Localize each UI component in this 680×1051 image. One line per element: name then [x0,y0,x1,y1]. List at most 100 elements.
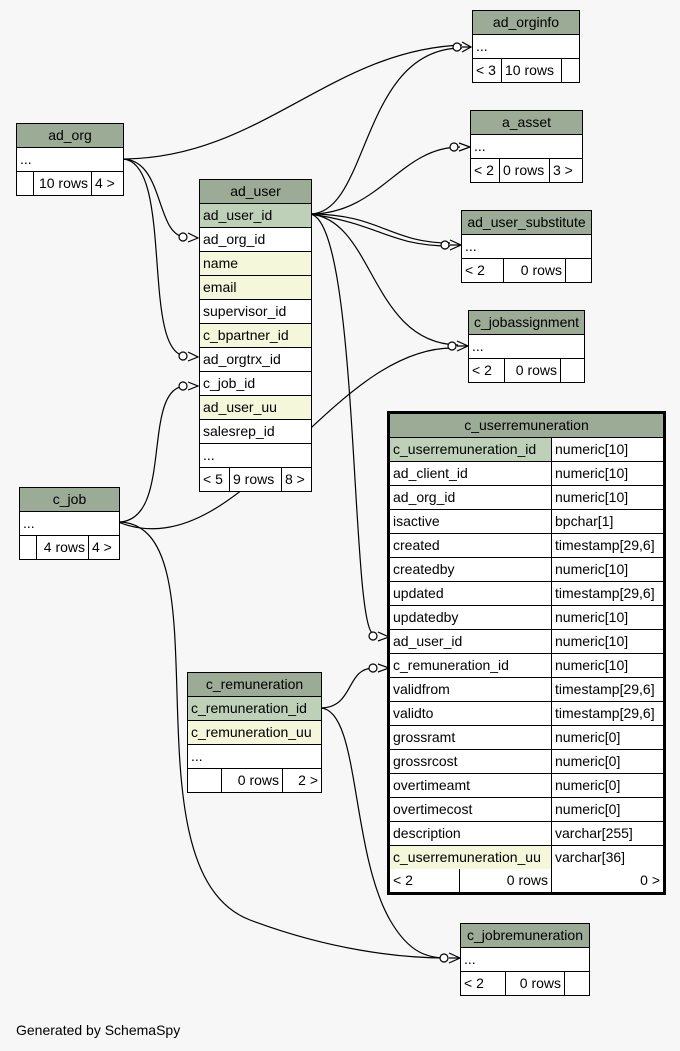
edge-ad-org-ad-user-orgtrx [121,158,187,357]
edge-ad-user-substitute-b [309,213,451,247]
edge-end-marker [178,381,188,391]
column-ellipsis: ... [464,951,476,967]
table-c-jobremuneration[interactable]: c_jobremuneration ... < 2 0 rows [460,923,590,996]
table-title[interactable]: c_remuneration [188,673,321,697]
parent-count [20,536,37,559]
column-type: numeric[10] [555,441,629,457]
column-type: varchar[36] [555,849,626,865]
parent-count: < 2 [390,869,460,892]
edge-end-marker [178,232,188,242]
crowfoot-marker [448,952,462,964]
edge-ad-user-ad-orginfo [309,47,463,215]
child-count: 4 > [92,539,112,555]
column-ellipsis: ... [20,151,32,167]
column-ad-orgtrx-id[interactable]: ad_orgtrx_id [203,351,281,367]
column-description[interactable]: description [390,822,552,845]
row-count: 0 rows [505,359,561,382]
crowfoot-marker [458,142,472,152]
child-count: 0 > [640,872,660,888]
parent-count [188,769,222,792]
table-c-job[interactable]: c_job ... 4 rows 4 > [19,487,120,560]
column-c-userremuneration-id[interactable]: c_userremuneration_id [390,438,552,461]
column-c-bpartner-id[interactable]: c_bpartner_id [203,327,289,343]
table-title[interactable]: a_asset [471,111,582,135]
table-title[interactable]: c_userremuneration [390,414,663,438]
edge-end-marker [449,142,459,152]
column-ellipsis: ... [465,238,477,254]
edge-c-job-jobremuneration [117,521,448,959]
column-c-remuneration-id[interactable]: c_remuneration_id [390,654,552,677]
table-ad-user-substitute[interactable]: ad_user_substitute ... < 2 0 rows [461,210,592,283]
table-a-asset[interactable]: a_asset ... < 2 0 rows 3 > [470,110,583,183]
parent-count: < 2 [461,972,506,995]
column-updated[interactable]: updated [390,582,552,605]
column-validfrom[interactable]: validfrom [390,678,552,701]
column-type: numeric[10] [555,609,629,625]
column-type: timestamp[29,6] [555,681,655,697]
column-salesrep-id[interactable]: salesrep_id [203,423,275,439]
column-c-job-id[interactable]: c_job_id [203,375,256,391]
child-count: 8 > [285,471,305,487]
column-createdby[interactable]: createdby [390,558,552,581]
table-ad-orginfo[interactable]: ad_orginfo ... < 3 10 rows [472,10,580,83]
table-c-jobassignment[interactable]: c_jobassignment ... < 2 0 rows [468,310,585,383]
column-c-userremuneration-uu[interactable]: c_userremuneration_uu [390,846,552,869]
table-title[interactable]: c_jobremuneration [461,924,589,948]
column-ad-client-id[interactable]: ad_client_id [390,462,552,485]
table-title[interactable]: ad_org [17,124,123,148]
parent-count: < 2 [471,159,500,182]
row-count: 9 rows [230,468,282,491]
column-ellipsis: ... [474,138,486,154]
column-ad-user-id[interactable]: ad_user_id [390,630,552,653]
row-count: 10 rows [502,59,562,82]
column-ad-org-id[interactable]: ad_org_id [390,486,552,509]
column-grossramt[interactable]: grossramt [390,726,552,749]
column-updatedby[interactable]: updatedby [390,606,552,629]
table-title[interactable]: ad_orginfo [473,11,579,35]
column-ad-user-id[interactable]: ad_user_id [203,207,273,223]
child-count [565,972,589,995]
column-isactive[interactable]: isactive [390,510,552,533]
crowfoot-marker [461,41,473,53]
column-overtimecost[interactable]: overtimecost [390,798,552,821]
column-type: numeric[0] [555,729,621,745]
child-count [562,59,579,82]
edge-ad-org-ad-orginfo [121,44,463,160]
column-name[interactable]: name [203,255,239,271]
child-count: 3 > [553,162,573,178]
child-count: 2 > [298,772,318,788]
child-count: 4 > [95,175,115,191]
column-ellipsis: ... [476,38,488,54]
parent-count [17,172,34,195]
table-c-userremuneration[interactable]: c_userremuneration c_userremuneration_id… [387,411,666,895]
table-title[interactable]: c_jobassignment [469,311,584,335]
row-count: 0 rows [500,159,550,182]
column-type: timestamp[29,6] [555,537,655,553]
child-count [561,359,584,382]
row-count: 0 rows [506,972,565,995]
edge-ad-org-ad-user-org [121,158,187,238]
column-type: varchar[255] [555,825,633,841]
table-title[interactable]: ad_user_substitute [462,211,591,235]
column-supervisor-id[interactable]: supervisor_id [203,303,287,319]
row-count: 0 rows [460,869,552,892]
table-title[interactable]: ad_user [200,180,311,204]
table-ad-user[interactable]: ad_user ad_user_id ad_org_id name email … [199,179,312,492]
column-created[interactable]: created [390,534,552,557]
table-ad-org[interactable]: ad_org ... 10 rows 4 > [16,123,124,196]
column-validto[interactable]: validto [390,702,552,725]
column-overtimeamt[interactable]: overtimeamt [390,774,552,797]
column-ad-user-uu[interactable]: ad_user_uu [203,399,277,415]
column-grossrcost[interactable]: grossrcost [390,750,552,773]
column-ellipsis: ... [191,748,203,764]
edge-ad-user-userremuneration [309,213,375,635]
column-type: numeric[0] [555,801,621,817]
column-type: numeric[10] [555,633,629,649]
table-title[interactable]: c_job [20,488,119,512]
column-ad-org-id[interactable]: ad_org_id [203,231,266,247]
column-c-remuneration-uu[interactable]: c_remuneration_uu [191,724,312,740]
column-c-remuneration-id[interactable]: c_remuneration_id [191,700,307,716]
table-c-remuneration[interactable]: c_remuneration c_remuneration_id c_remun… [187,672,322,793]
column-email[interactable]: email [203,279,237,295]
